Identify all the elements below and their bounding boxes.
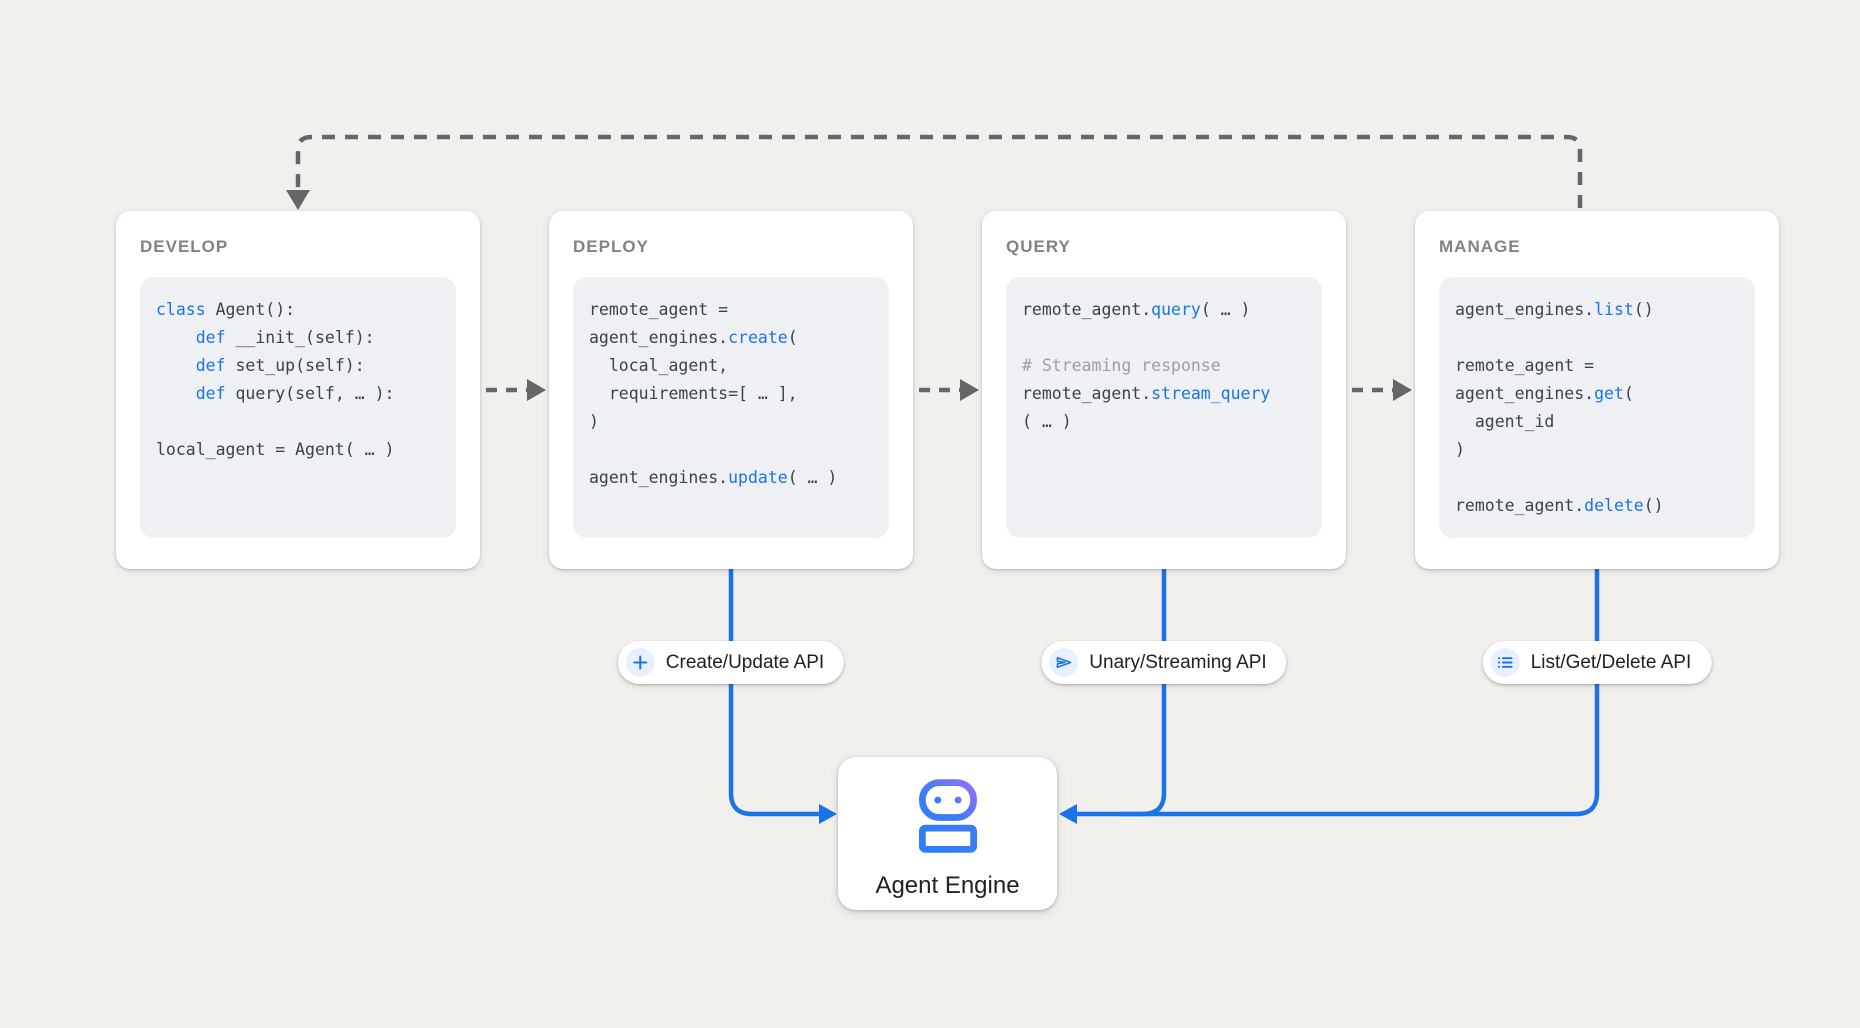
code-line: # Streaming response xyxy=(1022,356,1221,375)
manage-to-engine-line xyxy=(1075,569,1600,817)
deploy-card: DEPLOY remote_agent = agent_engines.creat… xyxy=(549,211,913,569)
deploy-to-engine-line xyxy=(728,569,821,817)
code-line: ) xyxy=(589,412,599,431)
create-update-api-pill: Create/Update API xyxy=(617,641,845,684)
develop-code-block: class Agent(): def __init_(self): def se… xyxy=(140,277,456,538)
code-line xyxy=(589,436,873,464)
code-line: local_agent, xyxy=(589,356,729,375)
code-line: agent_engines.update( … ) xyxy=(589,468,838,487)
code-line xyxy=(1455,324,1739,352)
deploy-code-block: remote_agent = agent_engines.create( loca… xyxy=(573,277,889,538)
code-line: agent_engines.list() xyxy=(1455,300,1654,319)
code-line: local_agent = Agent( … ) xyxy=(156,440,395,459)
manage-card: MANAGE agent_engines.list() remote_agent… xyxy=(1415,211,1779,569)
engine-right-arrowhead xyxy=(1059,804,1077,824)
code-line: ) xyxy=(1455,440,1465,459)
code-line: remote_agent.query( … ) xyxy=(1022,300,1251,319)
code-line: agent_engines.get( xyxy=(1455,384,1634,403)
deploy-query-arrowhead xyxy=(960,379,979,401)
code-line: remote_agent = xyxy=(589,300,729,319)
code-line: remote_agent.stream_query xyxy=(1022,384,1271,403)
list-get-delete-api-pill: List/Get/Delete API xyxy=(1482,641,1712,684)
develop-deploy-arrowhead xyxy=(527,379,546,401)
code-line: def set_up(self): xyxy=(195,356,365,375)
list-icon xyxy=(1490,648,1520,677)
query-to-engine-line xyxy=(1120,569,1167,817)
query-card-title: QUERY xyxy=(1006,237,1071,256)
pill-label: Unary/Streaming API xyxy=(1089,651,1267,673)
pill-label: Create/Update API xyxy=(665,651,825,673)
code-line xyxy=(1455,464,1739,492)
manage-card-title: MANAGE xyxy=(1439,237,1521,256)
code-line xyxy=(156,408,440,436)
feedback-loop-dashed-line xyxy=(295,134,1583,208)
code-line: requirements=[ … ], xyxy=(589,384,798,403)
code-line xyxy=(1022,324,1306,352)
deploy-card-title: DEPLOY xyxy=(573,237,649,256)
code-line: def __init_(self): xyxy=(195,328,375,347)
code-line: class Agent(): xyxy=(156,300,296,319)
code-line: agent_id xyxy=(1455,412,1555,431)
feedback-loop-arrowhead xyxy=(286,190,310,210)
pill-label: List/Get/Delete API xyxy=(1530,651,1692,673)
query-code-block: remote_agent.query( … ) # Streaming resp… xyxy=(1006,277,1322,538)
manage-code-block: agent_engines.list() remote_agent = agent… xyxy=(1439,277,1755,538)
robot-icon xyxy=(918,779,977,858)
plus-icon xyxy=(625,648,655,677)
send-icon xyxy=(1049,648,1079,677)
develop-card: DEVELOP class Agent(): def __init_(self)… xyxy=(116,211,480,569)
query-card: QUERY remote_agent.query( … ) # Streamin… xyxy=(982,211,1346,569)
unary-streaming-api-pill: Unary/Streaming API xyxy=(1041,641,1287,684)
code-line: def query(self, … ): xyxy=(195,384,395,403)
agent-engine-label: Agent Engine xyxy=(875,872,1020,899)
code-line: ( … ) xyxy=(1022,412,1072,431)
develop-card-title: DEVELOP xyxy=(140,237,229,256)
code-line: remote_agent.delete() xyxy=(1455,496,1664,515)
deploy-to-engine-arrowhead xyxy=(819,804,837,824)
agent-engine-box: Agent Engine xyxy=(838,757,1057,910)
code-line: remote_agent = xyxy=(1455,356,1595,375)
code-line: agent_engines.create( xyxy=(589,328,798,347)
query-manage-arrowhead xyxy=(1393,379,1412,401)
